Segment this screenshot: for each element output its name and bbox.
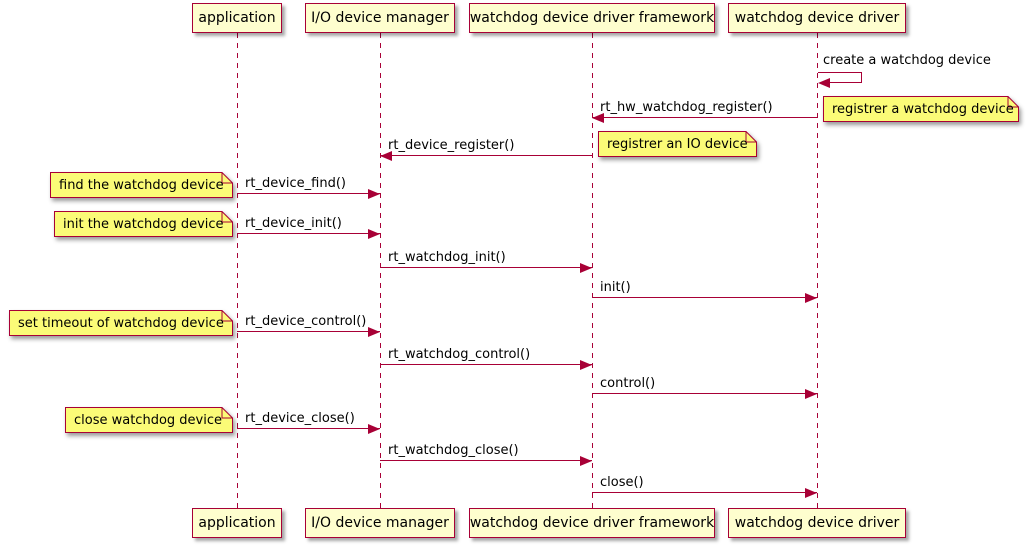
message-self-line-bottom bbox=[829, 82, 862, 83]
lifeline-io-device-manager bbox=[380, 33, 381, 508]
note-text: close watchdog device bbox=[74, 412, 222, 428]
note: find the watchdog device bbox=[50, 172, 233, 198]
message-line bbox=[237, 193, 380, 194]
lifeline-watchdog-driver bbox=[817, 33, 818, 508]
message-label: rt_watchdog_control() bbox=[388, 347, 531, 362]
message-label: close() bbox=[600, 475, 644, 490]
message-label: init() bbox=[600, 280, 631, 295]
message-arrowhead bbox=[580, 455, 592, 466]
message-line bbox=[237, 233, 380, 234]
message-line bbox=[380, 364, 592, 365]
message-arrowhead bbox=[805, 487, 817, 498]
participant-bottom-watchdog-framework: watchdog device driver framework bbox=[469, 508, 715, 538]
message-arrowhead bbox=[368, 423, 380, 434]
note: registrer an IO device bbox=[598, 131, 757, 157]
note: registrer a watchdog device bbox=[823, 96, 1019, 122]
message-line bbox=[380, 460, 592, 461]
message-label: rt_watchdog_init() bbox=[388, 250, 506, 265]
note-text: registrer a watchdog device bbox=[832, 101, 1014, 117]
message-self-line-top bbox=[818, 72, 862, 73]
message-label: rt_device_control() bbox=[245, 314, 367, 329]
participant-top-application: application bbox=[192, 3, 282, 33]
note: set timeout of watchdog device bbox=[9, 310, 233, 336]
message-arrowhead bbox=[592, 112, 604, 123]
note-shape bbox=[54, 211, 233, 237]
note: close watchdog device bbox=[65, 407, 233, 433]
message-label: rt_watchdog_close() bbox=[388, 443, 519, 458]
note-shape bbox=[823, 96, 1019, 122]
message-arrowhead bbox=[805, 292, 817, 303]
note-text: find the watchdog device bbox=[59, 177, 224, 193]
note-text: init the watchdog device bbox=[63, 216, 224, 232]
note-text: registrer an IO device bbox=[607, 136, 748, 152]
participant-top-watchdog-driver: watchdog device driver bbox=[728, 3, 906, 33]
participant-bottom-watchdog-driver: watchdog device driver bbox=[728, 508, 906, 538]
message-arrowhead bbox=[368, 326, 380, 337]
message-arrowhead bbox=[368, 188, 380, 199]
message-line bbox=[237, 428, 380, 429]
message-self-line-right bbox=[861, 72, 862, 83]
message-arrowhead bbox=[818, 77, 830, 88]
message-label: rt_device_find() bbox=[245, 176, 346, 191]
message-arrowhead bbox=[805, 388, 817, 399]
lifeline-application bbox=[237, 33, 238, 508]
note-text: set timeout of watchdog device bbox=[18, 315, 224, 331]
note-shape bbox=[598, 131, 757, 157]
message-arrowhead bbox=[380, 150, 392, 161]
message-arrowhead bbox=[580, 262, 592, 273]
message-label: control() bbox=[600, 376, 656, 391]
note-shape bbox=[65, 407, 233, 433]
message-arrowhead bbox=[580, 359, 592, 370]
participant-top-watchdog-framework: watchdog device driver framework bbox=[469, 3, 715, 33]
note-shape bbox=[50, 172, 233, 198]
message-line bbox=[592, 393, 817, 394]
message-label: create a watchdog device bbox=[823, 53, 991, 68]
participant-bottom-io-device-manager: I/O device manager bbox=[305, 508, 455, 538]
message-arrowhead bbox=[368, 228, 380, 239]
participant-bottom-application: application bbox=[192, 508, 282, 538]
message-line bbox=[592, 297, 817, 298]
message-label: rt_device_close() bbox=[245, 411, 355, 426]
note-shape bbox=[9, 310, 233, 336]
participant-top-io-device-manager: I/O device manager bbox=[305, 3, 455, 33]
message-line bbox=[592, 492, 817, 493]
message-line bbox=[592, 117, 817, 118]
note: init the watchdog device bbox=[54, 211, 233, 237]
message-line bbox=[237, 331, 380, 332]
message-label: rt_hw_watchdog_register() bbox=[600, 100, 773, 115]
message-line bbox=[380, 155, 592, 156]
message-label: rt_device_register() bbox=[388, 138, 515, 153]
lifeline-watchdog-framework bbox=[592, 33, 593, 508]
message-label: rt_device_init() bbox=[245, 216, 342, 231]
message-line bbox=[380, 267, 592, 268]
